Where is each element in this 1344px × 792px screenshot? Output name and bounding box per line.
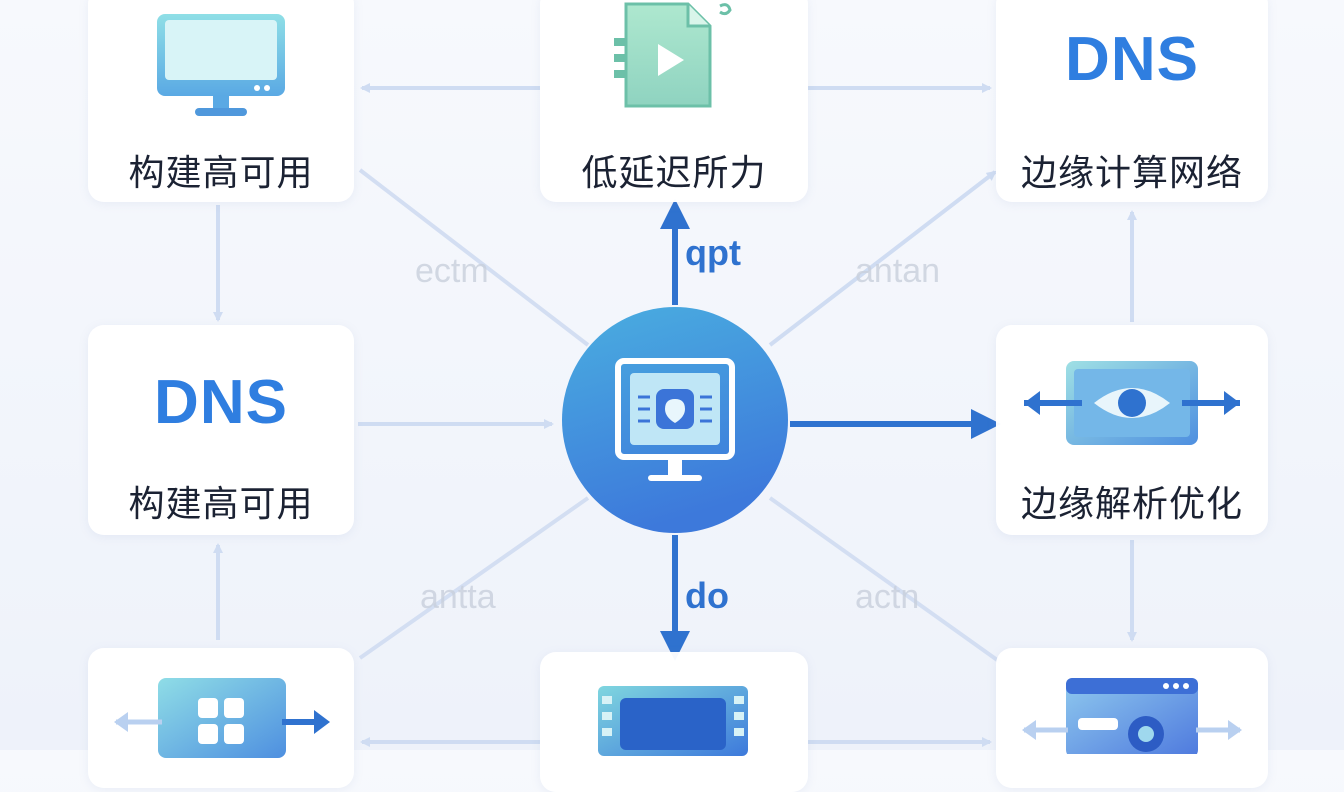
link-hub-bottomleft [358, 496, 590, 660]
faint-label-4: actn [855, 578, 920, 616]
dns-logo: DNS [1065, 25, 1199, 94]
faint-label-3: antta [420, 578, 496, 616]
node-top-left[interactable]: 构建高可用 [88, 0, 354, 202]
link-hub-bottomright [768, 496, 1002, 664]
node-mid-right[interactable]: 边缘解析优化 [996, 325, 1268, 535]
central-hub[interactable] [560, 305, 790, 535]
node-label: 构建高可用 [128, 153, 314, 194]
node-bottom-center[interactable] [540, 652, 808, 792]
node-top-right[interactable]: DNS 边缘计算网络 [996, 0, 1268, 202]
edge-label-down: do [685, 575, 729, 616]
monitor-icon [157, 14, 285, 116]
film-strip-icon [598, 686, 748, 756]
eye-resolver-icon [1024, 361, 1240, 445]
node-top-center[interactable]: 低延迟所力 [540, 0, 808, 202]
edge-label-up: qpt [685, 232, 741, 273]
faint-label-2: antan [855, 252, 941, 290]
video-file-icon [614, 2, 732, 108]
browser-window-icon [1022, 678, 1242, 754]
node-mid-left[interactable]: DNS 构建高可用 [88, 325, 354, 535]
app-grid-icon [114, 678, 330, 758]
link-hub-topleft [358, 168, 590, 347]
node-label: 边缘计算网络 [1020, 153, 1243, 194]
monitor-play-icon [615, 358, 735, 481]
dns-logo: DNS [154, 368, 288, 437]
faint-label-1: ectm [415, 252, 489, 290]
node-label: 边缘解析优化 [1020, 484, 1243, 525]
arrow-hub-to-topright [768, 170, 997, 347]
node-label: 低延迟所力 [581, 153, 767, 194]
node-label: 构建高可用 [128, 484, 314, 525]
node-bottom-left[interactable] [88, 648, 354, 788]
connector-layer [213, 83, 1137, 747]
node-bottom-right[interactable] [996, 648, 1268, 788]
